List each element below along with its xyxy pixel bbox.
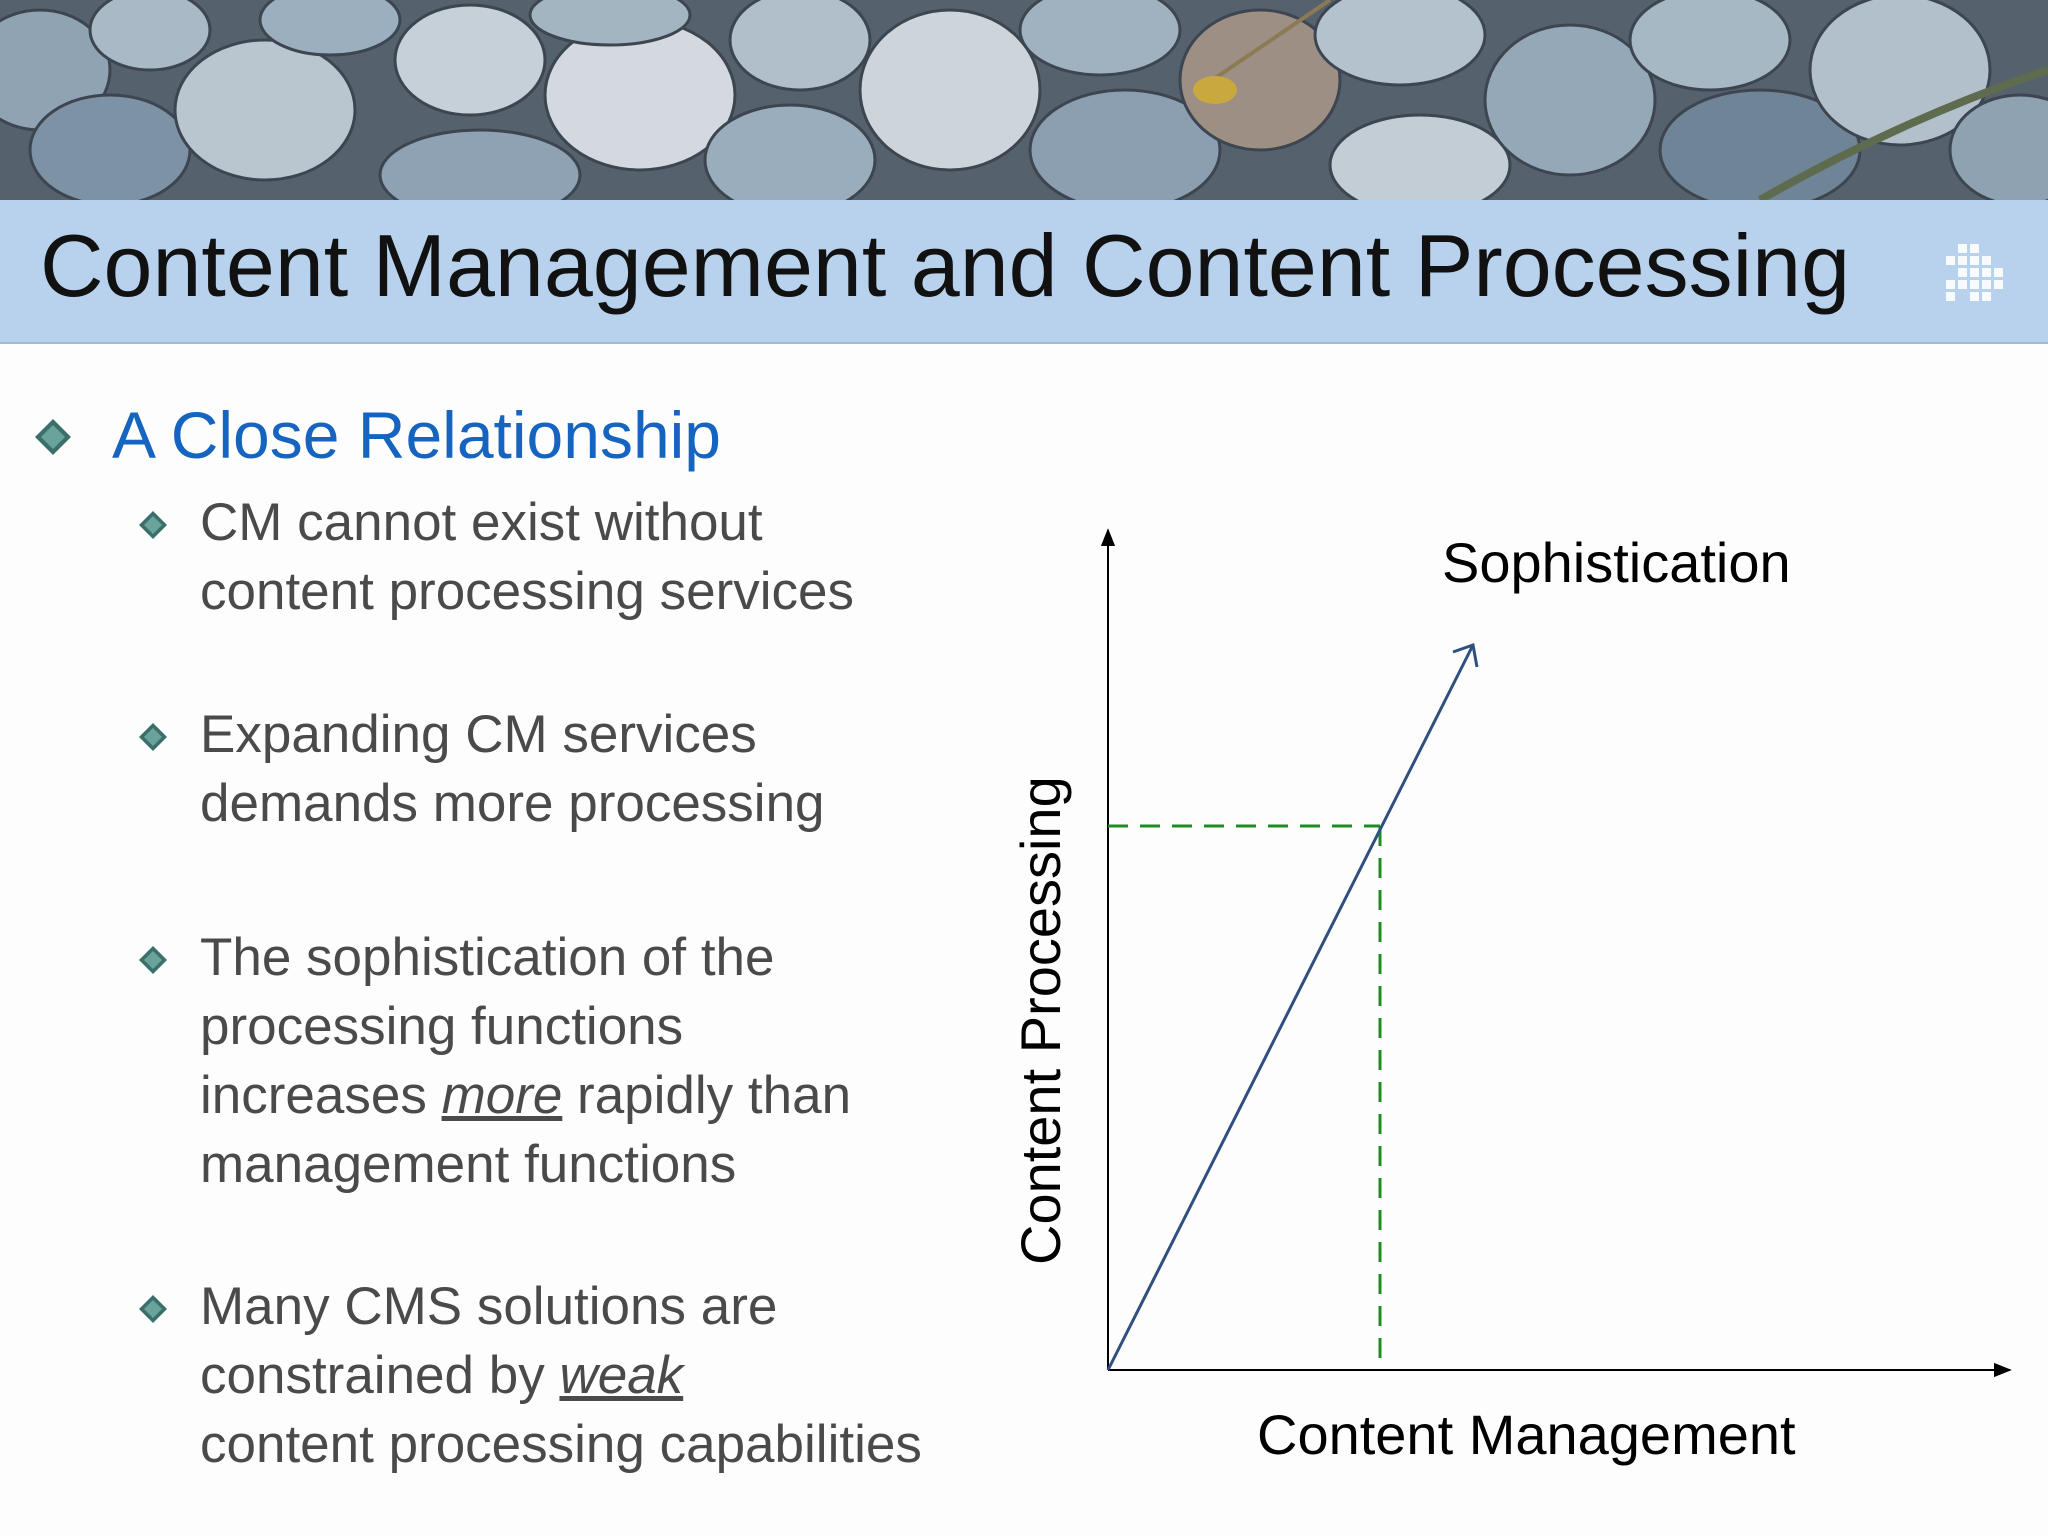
diamond-bullet-icon [35, 419, 71, 455]
diamond-bullet-icon [139, 511, 167, 539]
bullet-text: Expanding CM services demands more proce… [200, 705, 825, 833]
diamond-bullet-icon [139, 723, 167, 751]
banner-stones-photo [0, 0, 2048, 200]
x-axis-label: Content Management [1257, 1403, 1796, 1466]
diamond-bullet-icon [139, 1295, 167, 1323]
bullet-item: The sophistication of the processing fun… [139, 923, 1020, 1199]
sophistication-line [1106, 644, 1475, 1371]
diamond-bullet-icon [139, 946, 167, 974]
section-heading: A Close Relationship [112, 398, 722, 472]
bullet-text: CM cannot exist without content processi… [200, 493, 854, 621]
bullet-text-part: Many CMS solutions are constrained by [200, 1277, 778, 1405]
line-label: Sophistication [1442, 531, 1791, 594]
emphasis-text: more [441, 1066, 563, 1125]
bullet-text: Many CMS solutions are constrained by we… [200, 1272, 1020, 1479]
y-axis-label: Content Processing [1009, 776, 1072, 1265]
bullet-text-part: rapidly than management functions [200, 1066, 852, 1194]
bullet-text-part: The sophistication of the processing fun… [200, 928, 775, 1125]
bullet-item: Expanding CM services demands more proce… [139, 700, 1020, 838]
bullet-text-part: content processing capabilities [200, 1415, 922, 1474]
emphasis-text: weak [559, 1346, 684, 1405]
sophistication-arrowhead [1452, 643, 1479, 668]
bullet-item: CM cannot exist without content processi… [139, 488, 1020, 626]
title-bar [0, 200, 2048, 344]
bullet-item: Many CMS solutions are constrained by we… [139, 1272, 1020, 1479]
slide-title: Content Management and Content Processin… [40, 216, 1851, 315]
dot-grid-logo-icon [1946, 244, 2003, 301]
bullet-text: The sophistication of the processing fun… [200, 923, 1020, 1199]
